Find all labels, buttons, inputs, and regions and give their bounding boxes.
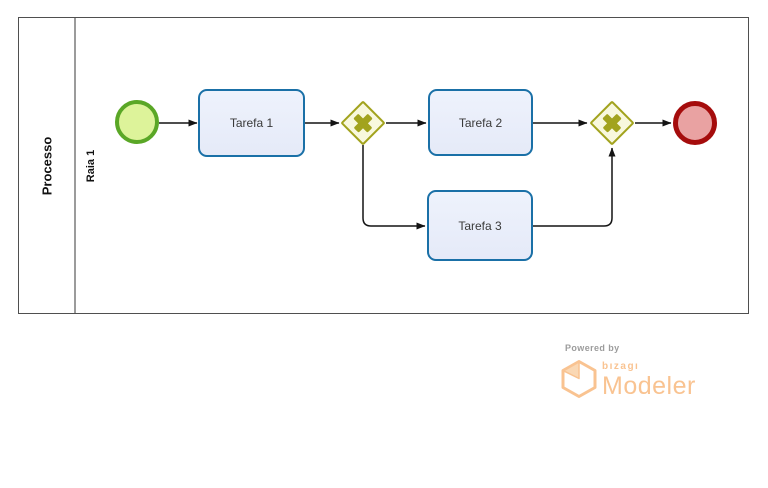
bizagi-watermark: Powered by bızagı Modeler xyxy=(560,343,730,399)
task-tarefa-2[interactable]: Tarefa 2 xyxy=(428,89,533,156)
task-label: Tarefa 2 xyxy=(458,115,503,130)
modeler-product-text: Modeler xyxy=(602,372,696,400)
task-label: Tarefa 1 xyxy=(229,116,274,130)
powered-by-text: Powered by xyxy=(565,343,620,353)
task-tarefa-1[interactable]: Tarefa 1 xyxy=(198,89,305,157)
bizagi-brand-text: bızagı xyxy=(602,361,640,372)
pool-label-band[interactable]: Processo xyxy=(19,18,76,313)
task-tarefa-3[interactable]: Tarefa 3 xyxy=(427,190,533,261)
lane-label: Raia 1 xyxy=(85,149,97,182)
end-event[interactable] xyxy=(673,101,717,145)
bpmn-pool[interactable]: Processo Raia 1 xyxy=(18,17,749,314)
start-event[interactable] xyxy=(115,100,159,144)
pool-label: Processo xyxy=(39,136,54,195)
bizagi-logo-icon xyxy=(561,360,597,398)
lane-label-band[interactable]: Raia 1 xyxy=(78,18,104,313)
task-label: Tarefa 3 xyxy=(458,218,502,233)
